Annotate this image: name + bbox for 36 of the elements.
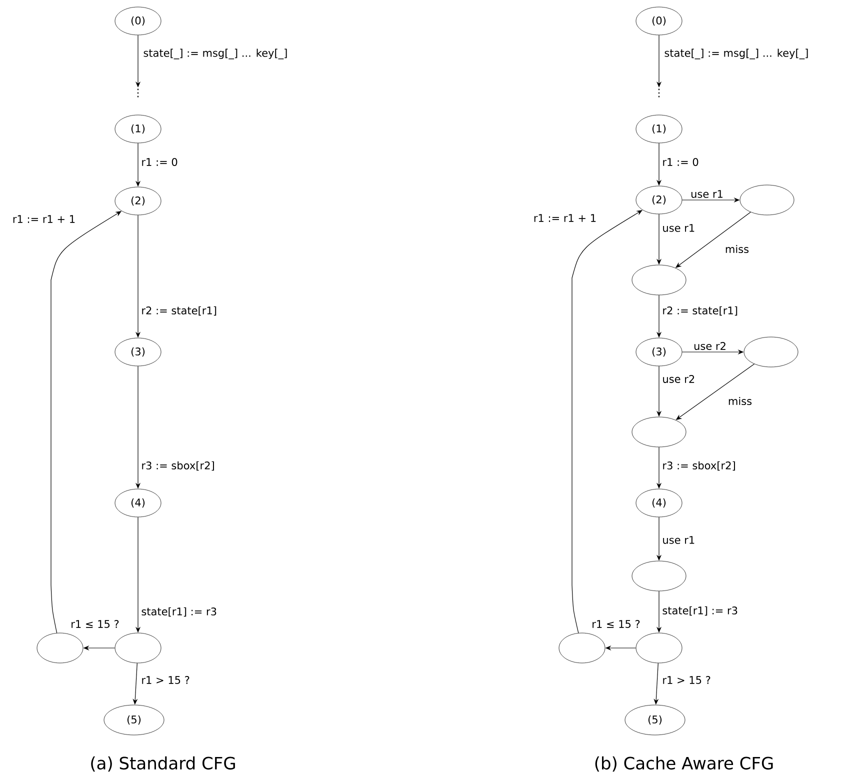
edge-label: use r1 — [690, 189, 724, 199]
empty-ellipse — [744, 336, 798, 368]
edge-label: r1 > 15 ? — [661, 675, 712, 685]
edge-label: state[r1] := r3 — [661, 605, 739, 617]
edge-label: r1 ≤ 15 ? — [590, 619, 642, 629]
edge-label: use r1 — [661, 223, 696, 233]
edge-label: use r2 — [692, 341, 728, 351]
caption: (b) Cache Aware CFG — [595, 756, 773, 772]
edge-label: r1 := r1 + 1 — [11, 214, 77, 224]
empty-ellipse — [632, 416, 686, 448]
edge-label: r1 ≤ 15 ? — [70, 619, 120, 629]
edge-label: use r2 — [661, 374, 696, 384]
edge-label: r1 := 0 — [140, 157, 179, 167]
edge-label: r1 := r1 + 1 — [532, 213, 598, 223]
edge-label: miss — [726, 396, 754, 406]
ellipsis-text: ⋮ — [658, 88, 660, 98]
edge-label: use r1 — [661, 535, 696, 545]
edge-label: r3 := sbox[r2] — [140, 460, 216, 472]
empty-ellipse — [636, 632, 682, 664]
edge-label: r3 := sbox[r2] — [661, 460, 737, 472]
empty-ellipse — [36, 632, 84, 664]
edge-label: state[r1] := r3 — [140, 606, 218, 618]
empty-ellipse — [114, 632, 162, 664]
empty-ellipse — [558, 632, 606, 664]
caption: (a) Standard CFG — [91, 756, 235, 772]
empty-ellipse — [632, 560, 686, 592]
edge-label: miss — [724, 244, 750, 254]
empty-ellipse — [740, 184, 794, 216]
edge-label: r2 := state[r1] — [661, 305, 739, 317]
edge-label: r2 := state[r1] — [140, 305, 218, 317]
edge-label: state[_] := msg[_] ... key[_] — [663, 48, 810, 60]
ellipsis-text: ⋮ — [137, 88, 139, 98]
edge-label: r1 > 15 ? — [140, 675, 191, 685]
empty-ellipse — [632, 264, 686, 296]
edge-label: state[_] := msg[_] ... key[_] — [142, 48, 289, 60]
edge-label: r1 := 0 — [661, 157, 700, 167]
